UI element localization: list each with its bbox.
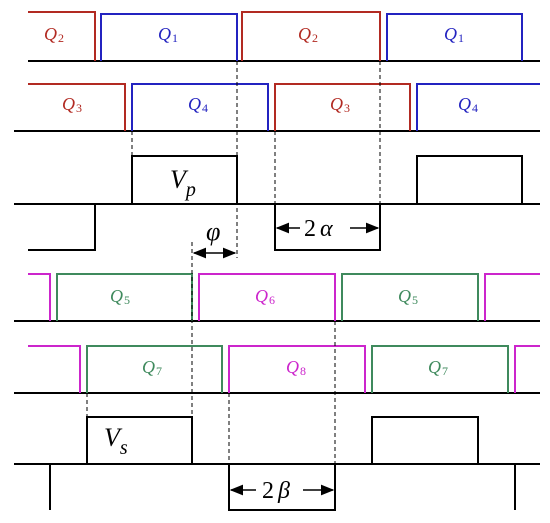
label-q7-row5-a: Q7 bbox=[142, 357, 162, 378]
label-vs: Vs bbox=[104, 423, 128, 459]
q5-pulse-1 bbox=[56, 273, 193, 321]
q-letter: Q bbox=[458, 94, 471, 114]
row-q3-q4 bbox=[28, 83, 540, 131]
switch-labels: Q2 Q1 Q2 Q1 Q3 Q4 Q3 Q4 Q5 Q6 Q5 Q7 Q8 Q… bbox=[44, 24, 478, 378]
q5-pulse-2 bbox=[341, 273, 479, 321]
vs-negative-1 bbox=[228, 464, 336, 511]
label-q4-row2-a: Q4 bbox=[188, 94, 208, 115]
q-subscript: 1 bbox=[458, 31, 464, 45]
q-letter: Q bbox=[398, 286, 411, 306]
label-q7-row5-b: Q7 bbox=[428, 357, 448, 378]
q7-pulse-2 bbox=[371, 345, 509, 393]
q6-pulse-1 bbox=[198, 273, 336, 321]
q-subscript: 5 bbox=[124, 293, 130, 307]
label-q6-row4-a: Q6 bbox=[255, 286, 275, 307]
q-letter: Q bbox=[286, 357, 299, 377]
q-letter: Q bbox=[44, 24, 57, 44]
vs-negative-0 bbox=[28, 463, 51, 510]
vp-negative-1 bbox=[28, 204, 96, 251]
q-subscript: 3 bbox=[76, 101, 82, 115]
q-subscript: 3 bbox=[344, 101, 350, 115]
label-q3-row2-b: Q3 bbox=[330, 94, 350, 115]
q-subscript: 1 bbox=[172, 31, 178, 45]
vs-waveform bbox=[28, 416, 516, 511]
q-letter: Q bbox=[110, 286, 123, 306]
label-vs-sub: s bbox=[120, 437, 128, 459]
label-q2-row1-b: Q2 bbox=[298, 24, 318, 45]
q-subscript: 8 bbox=[300, 364, 306, 378]
label-2beta-coef: 2 bbox=[262, 478, 274, 504]
q1-pulse-2 bbox=[386, 13, 523, 61]
row-q1-q2 bbox=[28, 11, 523, 61]
q3-pulse-2 bbox=[274, 83, 411, 131]
q3-pulse-1 bbox=[28, 83, 126, 131]
q-subscript: 4 bbox=[202, 101, 208, 115]
q-subscript: 2 bbox=[312, 31, 318, 45]
q2-pulse-1 bbox=[28, 11, 96, 61]
q-subscript: 6 bbox=[269, 293, 275, 307]
label-q3-row2-a: Q3 bbox=[62, 94, 82, 115]
dimension-arrows bbox=[192, 222, 380, 496]
row-q7-q8 bbox=[28, 345, 540, 393]
label-q5-row4-b: Q5 bbox=[398, 286, 418, 307]
label-q2-row1-a: Q2 bbox=[44, 24, 64, 45]
q-letter: Q bbox=[255, 286, 268, 306]
q-subscript: 5 bbox=[412, 293, 418, 307]
q2-pulse-2 bbox=[241, 11, 381, 61]
q-letter: Q bbox=[428, 357, 441, 377]
label-2alpha-coef: 2 bbox=[304, 216, 316, 242]
vp-positive-2 bbox=[416, 155, 523, 204]
label-q4-row2-b: Q4 bbox=[458, 94, 478, 115]
label-q1-row1-a: Q1 bbox=[158, 24, 178, 45]
label-vp-sub: p bbox=[184, 179, 196, 201]
q8-pulse-2 bbox=[514, 345, 540, 393]
q6-pulse-0 bbox=[28, 273, 51, 321]
q-letter: Q bbox=[62, 94, 75, 114]
q-letter: Q bbox=[188, 94, 201, 114]
q-letter: Q bbox=[330, 94, 343, 114]
q-letter: Q bbox=[158, 24, 171, 44]
q7-pulse-1 bbox=[86, 345, 223, 393]
q4-pulse-1 bbox=[131, 83, 269, 131]
q-subscript: 4 bbox=[472, 101, 478, 115]
label-vs-letter: V bbox=[104, 423, 123, 452]
q8-pulse-0 bbox=[28, 345, 81, 393]
label-vp: Vp bbox=[170, 165, 196, 201]
q8-pulse-1 bbox=[228, 345, 366, 393]
label-q5-row4-a: Q5 bbox=[110, 286, 130, 307]
label-phi: φ bbox=[206, 217, 220, 246]
guide-lines bbox=[86, 61, 381, 490]
label-q8-row5-a: Q8 bbox=[286, 357, 306, 378]
q4-pulse-2 bbox=[416, 83, 540, 131]
q-letter: Q bbox=[142, 357, 155, 377]
q-letter: Q bbox=[444, 24, 457, 44]
q6-pulse-2 bbox=[484, 273, 540, 321]
label-q1-row1-b: Q1 bbox=[444, 24, 464, 45]
vs-positive-1 bbox=[86, 416, 193, 464]
q-letter: Q bbox=[298, 24, 311, 44]
label-2alpha-sym: α bbox=[320, 216, 333, 242]
vp-negative-2 bbox=[274, 204, 381, 251]
q-subscript: 7 bbox=[156, 364, 162, 378]
label-2beta-sym: β bbox=[277, 478, 290, 504]
q-subscript: 7 bbox=[442, 364, 448, 378]
vs-positive-2 bbox=[371, 416, 479, 464]
baselines bbox=[14, 60, 540, 465]
label-vp-letter: V bbox=[170, 165, 189, 194]
row-q5-q6 bbox=[28, 273, 540, 321]
q1-pulse-1 bbox=[100, 13, 238, 61]
q-subscript: 2 bbox=[58, 31, 64, 45]
